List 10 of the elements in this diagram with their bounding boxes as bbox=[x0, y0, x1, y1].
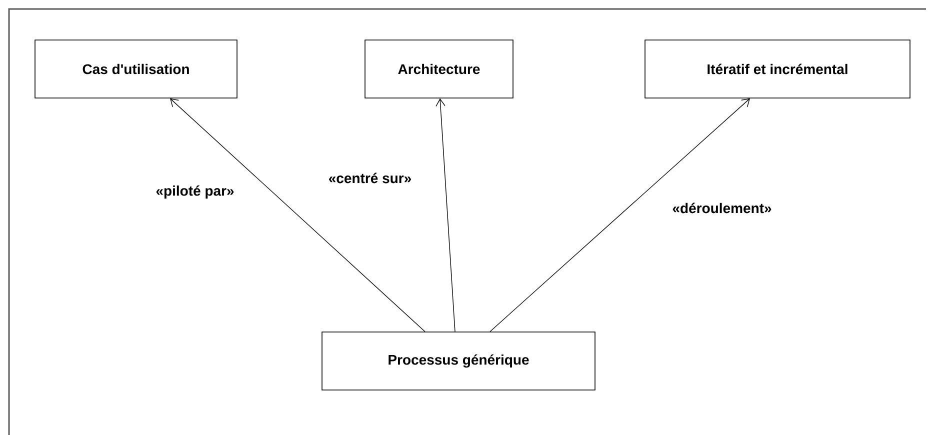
class-box: Architecture bbox=[364, 40, 514, 98]
edge-label: «piloté par» bbox=[154, 184, 236, 200]
class-box: Itératif et incrémental bbox=[644, 40, 910, 98]
edge-label: «centré sur» bbox=[327, 172, 413, 184]
class-box: Processus générique bbox=[322, 332, 596, 390]
edge-label: «déroulement» bbox=[671, 202, 773, 214]
arrow bbox=[490, 98, 750, 332]
class-box: Cas d'utilisation bbox=[34, 40, 238, 98]
arrow bbox=[436, 98, 456, 332]
arrow bbox=[170, 98, 426, 332]
